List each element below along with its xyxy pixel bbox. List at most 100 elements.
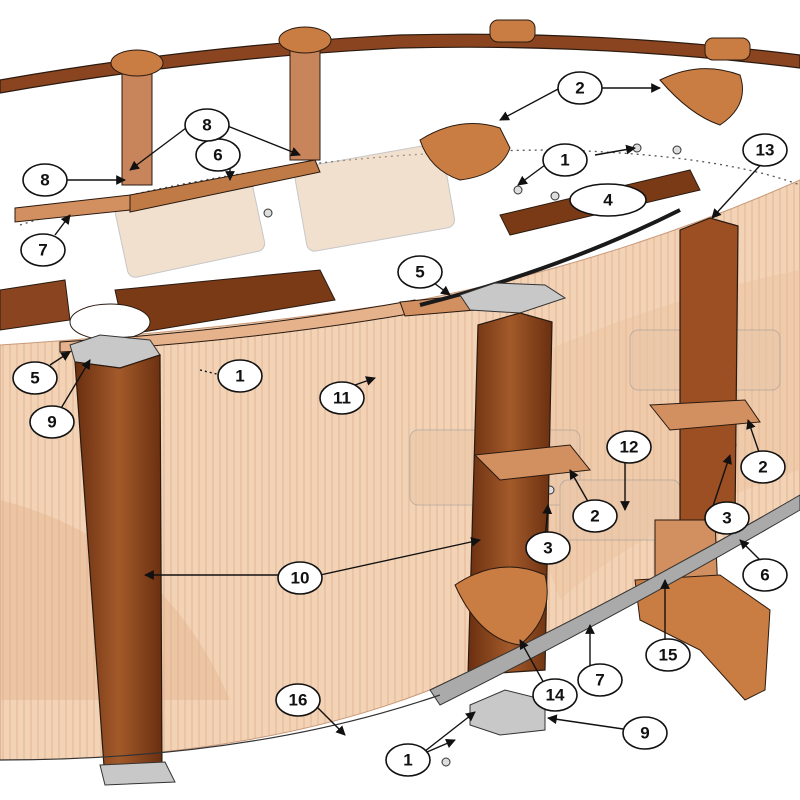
callout-c11: 11 [319, 381, 365, 415]
bottom-wall-line [0, 694, 441, 761]
callout-c8b: 8 [22, 163, 68, 197]
callout-bubble [622, 716, 668, 750]
plate-9-bottom [469, 689, 546, 736]
callout-label: 10 [291, 569, 310, 588]
callout-c2b: 2 [572, 499, 618, 533]
callout-c9b: 9 [622, 716, 668, 750]
callout-label: 4 [603, 191, 613, 210]
cap-2-right [659, 68, 743, 126]
far-cap-2 [704, 37, 751, 61]
callout-label: 5 [415, 263, 424, 282]
callout-label: 9 [47, 413, 56, 432]
callout-c9a: 9 [29, 405, 75, 439]
callout-bubble [12, 361, 58, 395]
callout-label: 6 [760, 566, 769, 585]
callout-label: 6 [213, 146, 222, 165]
callout-label: 1 [403, 751, 412, 770]
plate-top-middle [459, 282, 567, 314]
callout-label: 5 [30, 369, 39, 388]
callout-bubble [319, 381, 365, 415]
callout-bubble [740, 450, 786, 484]
callout-label: 1 [560, 151, 569, 170]
callout-c12: 12 [606, 430, 652, 464]
callout-c15: 15 [645, 638, 691, 672]
callout-c1a: 1 [542, 143, 588, 177]
callout-bubble [606, 430, 652, 464]
callout-c1c: 1 [385, 743, 431, 777]
callout-label: 2 [575, 79, 584, 98]
base-plate-left [99, 761, 176, 786]
top-rail-curve-black [419, 208, 681, 307]
callout-bubble [22, 163, 68, 197]
left-top-rail [0, 279, 71, 331]
callout-c8a: 8 [184, 108, 230, 142]
callout-c7b: 7 [577, 663, 623, 697]
far-upright-1 [121, 64, 153, 186]
callout-bubble [742, 558, 788, 592]
callout-label: 14 [546, 686, 565, 705]
callout-label: 16 [289, 691, 308, 710]
clamp-middle [473, 444, 591, 481]
far-cap-3 [110, 49, 164, 77]
bracket-15 [634, 574, 771, 701]
clamp-right [649, 399, 761, 431]
far-upright-2 [289, 44, 321, 161]
callout-label: 15 [659, 646, 678, 665]
callout-label: 3 [543, 539, 552, 558]
callout-bubble [532, 678, 578, 712]
callout-label: 1 [235, 367, 244, 386]
cap-2-left [419, 123, 511, 181]
top-rail-6 [129, 159, 321, 213]
upright-10-left [74, 354, 163, 781]
callout-bubble [397, 255, 443, 289]
callout-bubble [525, 531, 571, 565]
callout-c3b: 3 [704, 501, 750, 535]
callout-label: 2 [590, 507, 599, 526]
far-cap-1 [489, 19, 536, 43]
callout-bubble [645, 638, 691, 672]
top-rail-7 [14, 194, 131, 223]
callout-bubble [569, 183, 647, 217]
top-brackets [114, 143, 781, 541]
callout-c10: 10 [277, 561, 323, 595]
pool-wall [0, 179, 800, 761]
callout-c14: 14 [532, 678, 578, 712]
callout-label: 12 [620, 438, 639, 457]
callout-c6b: 6 [742, 558, 788, 592]
callout-c16: 16 [275, 683, 321, 717]
callout-label: 9 [640, 724, 649, 743]
callout-label: 8 [202, 116, 211, 135]
callout-bubble [20, 233, 66, 267]
callout-c7a: 7 [20, 233, 66, 267]
callout-c2a: 2 [557, 71, 603, 105]
callout-c13: 13 [742, 133, 788, 167]
callout-c2c: 2 [740, 450, 786, 484]
callout-bubble [29, 405, 75, 439]
callout-bubble [542, 143, 588, 177]
callout-label: 2 [758, 458, 767, 477]
far-cap-4 [278, 26, 332, 54]
leader-lines [49, 83, 766, 756]
callout-c5a: 5 [397, 255, 443, 289]
callout-bubble [184, 108, 230, 142]
bottom-rail [429, 494, 800, 706]
cap-14 [454, 566, 548, 646]
callout-bubble [385, 743, 431, 777]
callout-label: 11 [333, 389, 351, 408]
upright-13-right [679, 217, 739, 536]
callout-bubble [742, 133, 788, 167]
callout-label: 7 [595, 671, 604, 690]
callout-bubble [275, 683, 321, 717]
callout-label: 8 [40, 171, 49, 190]
callout-bubble [277, 561, 323, 595]
callout-label: 7 [38, 241, 47, 260]
callout-c1b: 1 [217, 359, 263, 393]
callout-c5b: 5 [12, 361, 58, 395]
callout-c3a: 3 [525, 531, 571, 565]
left-rail-gap [69, 303, 151, 341]
callout-label: 3 [722, 509, 731, 528]
callout-bubble [704, 501, 750, 535]
callout-bubble [572, 499, 618, 533]
